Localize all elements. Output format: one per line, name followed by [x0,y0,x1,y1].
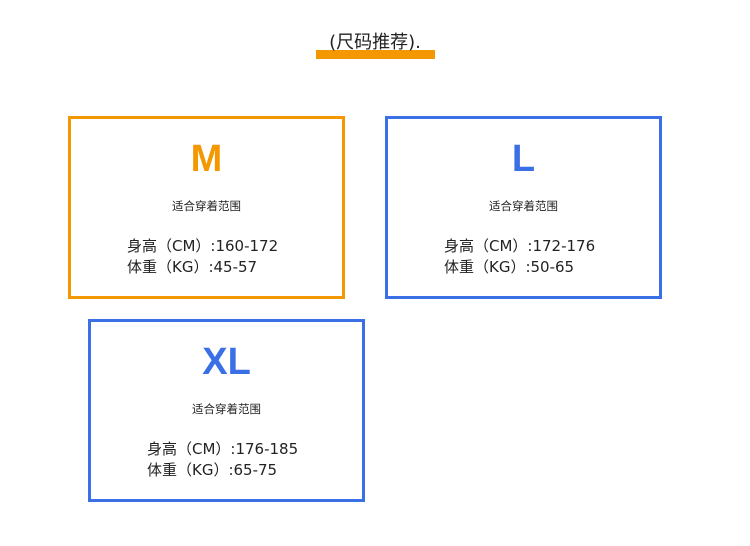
page-title: (尺码推荐). [329,32,421,53]
weight-range: 体重（KG）:50-65 [444,258,575,276]
height-range: 身高（CM）:172-176 [444,237,596,255]
header-accent-bar [316,50,435,59]
height-range: 身高（CM）:176-185 [147,440,299,458]
size-recommendation-header: (尺码推荐). [0,30,750,66]
weight-range: 体重（KG）:65-75 [147,461,278,479]
fit-range-caption: 适合穿着范围 [192,402,261,416]
size-label: XL [202,341,251,383]
height-range: 身高（CM）:160-172 [127,237,279,255]
size-card-l: L 适合穿着范围 身高（CM）:172-176 体重（KG）:50-65 [385,116,662,299]
size-card-xl: XL 适合穿着范围 身高（CM）:176-185 体重（KG）:65-75 [88,319,365,502]
size-card-m: M 适合穿着范围 身高（CM）:160-172 体重（KG）:45-57 [68,116,345,299]
size-label: L [511,138,536,180]
fit-range-caption: 适合穿着范围 [489,199,558,213]
size-label: M [190,138,223,180]
fit-range-caption: 适合穿着范围 [172,199,241,213]
weight-range: 体重（KG）:45-57 [127,258,258,276]
